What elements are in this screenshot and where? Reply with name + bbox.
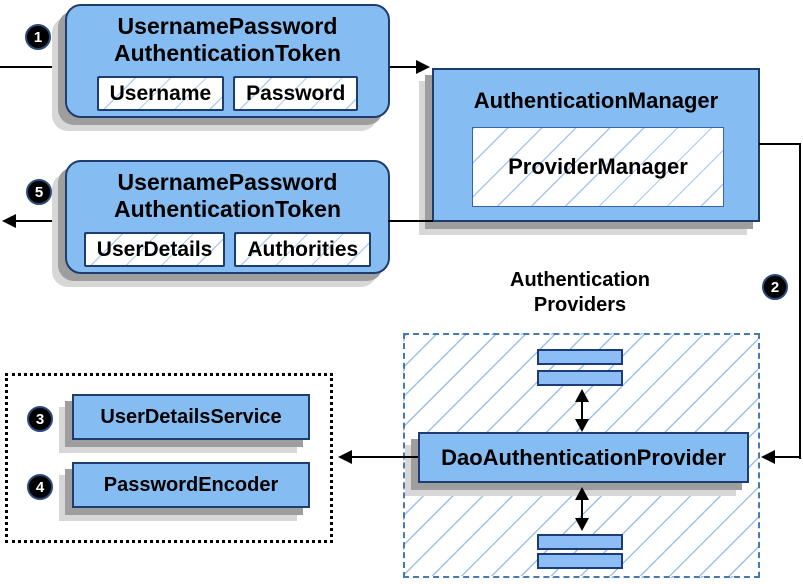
provider-manager-node: ProviderManager <box>472 127 724 207</box>
manager-to-provider-line-top <box>759 143 801 145</box>
authentication-manager-title: AuthenticationManager <box>473 88 719 113</box>
request-token-title-line1: UsernamePassword <box>117 13 338 39</box>
other-provider-bar-bottom-2 <box>537 553 623 569</box>
response-token-title: UsernamePassword AuthenticationToken <box>67 169 388 223</box>
dao-bottom-bars-arrowhead-down <box>575 518 589 531</box>
manager-to-provider-line-vertical <box>799 143 801 459</box>
userdetails-field-box: UserDetails <box>83 232 226 267</box>
manager-to-provider-arrowhead <box>761 450 775 464</box>
step-2-number: 2 <box>770 278 780 296</box>
response-token-fields: UserDetails Authorities <box>67 232 388 267</box>
response-token-title-line1: UsernamePassword <box>117 169 338 195</box>
request-token-fields: Username Password <box>67 76 388 111</box>
dao-authentication-provider-node: DaoAuthenticationProvider <box>418 432 749 483</box>
outgoing-response-line <box>16 220 65 222</box>
authentication-providers-label-line1: Authentication <box>510 269 650 291</box>
request-token-title-line2: AuthenticationToken <box>113 40 341 66</box>
dao-bottom-bars-arrowhead-up <box>575 487 589 500</box>
outgoing-response-arrowhead <box>2 214 16 228</box>
top-bars-dao-line <box>581 400 583 422</box>
step-3-badge: 3 <box>27 406 53 432</box>
step-5-number: 5 <box>34 183 44 201</box>
password-encoder-node: PasswordEncoder <box>72 462 310 508</box>
response-token-node: UsernamePassword AuthenticationToken Use… <box>65 160 390 274</box>
top-bars-dao-arrowhead-down <box>575 419 589 432</box>
step-5-badge: 5 <box>26 179 52 205</box>
step-3-number: 3 <box>35 410 45 428</box>
dao-to-collaborators-line <box>352 456 418 458</box>
manager-to-provider-line-bottom <box>775 456 801 458</box>
step-1-number: 1 <box>33 28 43 46</box>
password-field-box: Password <box>233 76 359 111</box>
request-token-title: UsernamePassword AuthenticationToken <box>67 13 388 67</box>
authentication-manager-node: AuthenticationManager ProviderManager <box>432 68 760 222</box>
authorities-field-box: Authorities <box>234 232 372 267</box>
step-4-number: 4 <box>35 478 45 496</box>
incoming-request-line <box>0 66 65 68</box>
request-token-node: UsernamePassword AuthenticationToken Use… <box>65 4 390 118</box>
other-provider-bar-top-1 <box>537 349 623 365</box>
response-token-title-line2: AuthenticationToken <box>113 196 341 222</box>
token-to-manager-arrowhead <box>416 60 430 74</box>
manager-to-response-token-line <box>388 220 433 222</box>
authentication-providers-label: Authentication Providers <box>455 268 705 318</box>
other-provider-bar-bottom-1 <box>537 534 623 550</box>
other-provider-bar-top-2 <box>537 370 623 386</box>
authentication-providers-label-line2: Providers <box>533 294 627 316</box>
username-field-box: Username <box>96 76 225 111</box>
dao-bottom-bars-line <box>581 498 583 520</box>
step-2-badge: 2 <box>762 274 788 300</box>
user-details-service-node: UserDetailsService <box>72 394 310 440</box>
step-4-badge: 4 <box>27 474 53 500</box>
top-bars-dao-arrowhead-up <box>575 389 589 402</box>
step-1-badge: 1 <box>25 24 51 50</box>
dao-to-collaborators-arrowhead <box>338 450 352 464</box>
collaborators-area <box>5 373 333 543</box>
token-to-manager-line <box>390 66 417 68</box>
